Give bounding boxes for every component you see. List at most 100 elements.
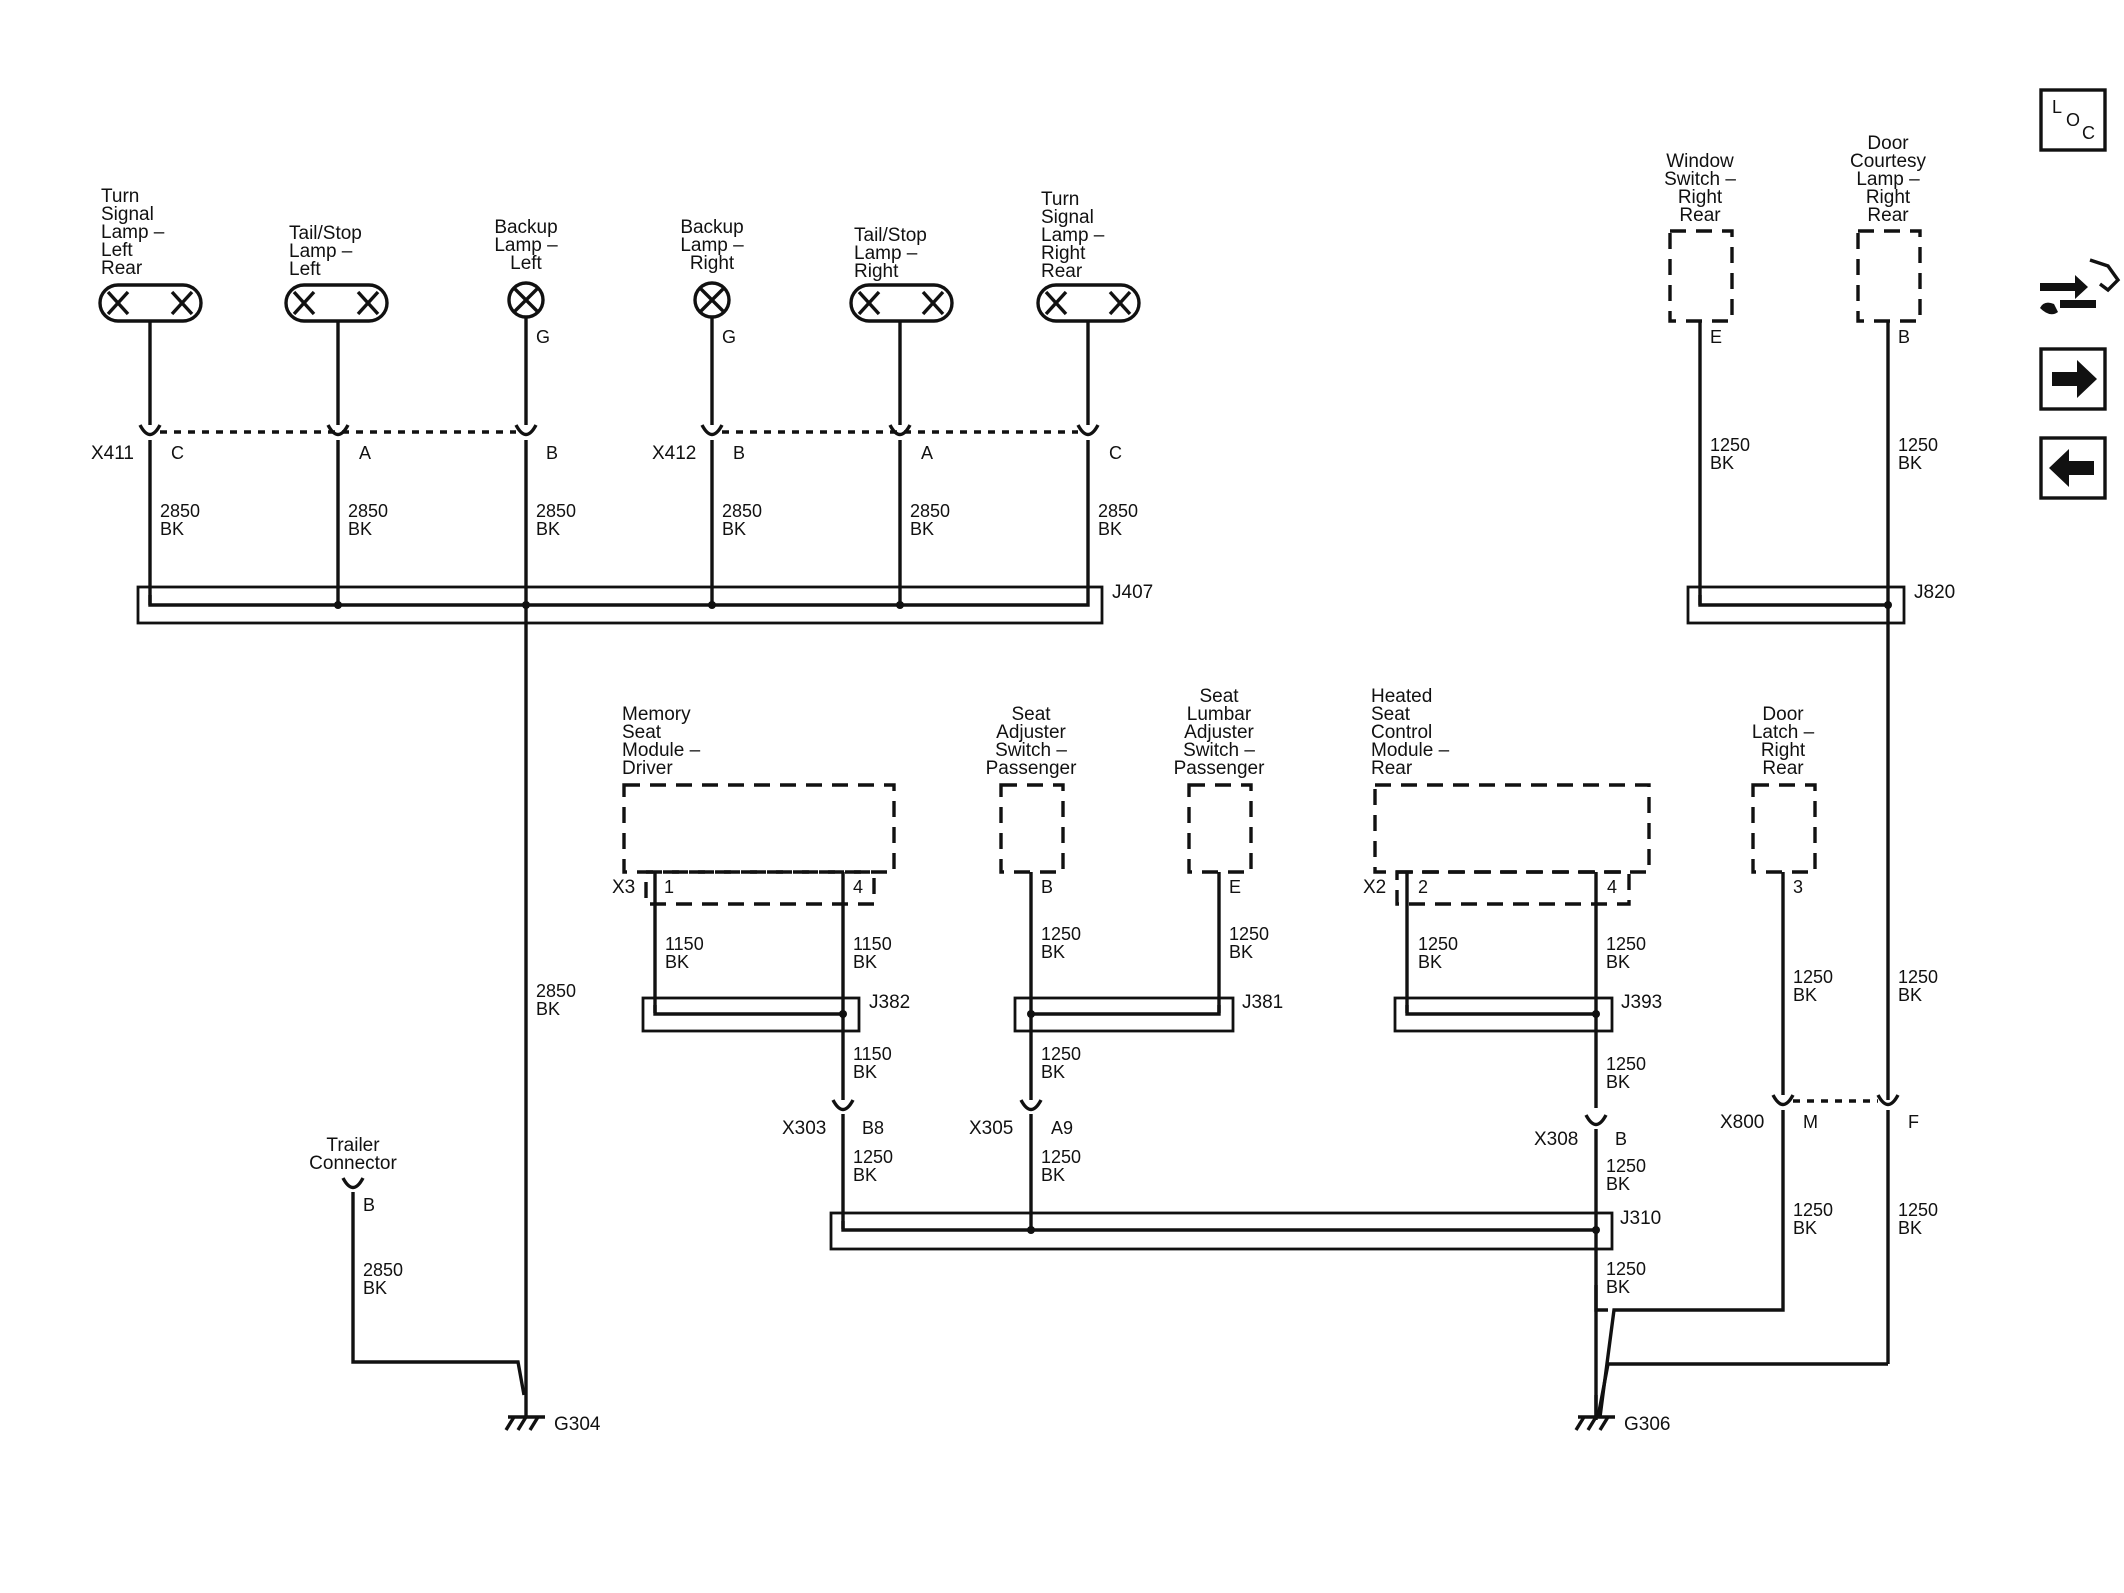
svg-text:B: B — [1898, 327, 1910, 347]
svg-text:2: 2 — [1418, 877, 1428, 897]
splice-j382: J382 — [641, 992, 910, 1033]
svg-text:G: G — [722, 327, 736, 347]
ground-g304: G304 — [504, 1395, 601, 1435]
svg-text:3: 3 — [1793, 877, 1803, 897]
svg-text:4: 4 — [853, 877, 863, 897]
svg-text:B8: B8 — [862, 1118, 884, 1138]
svg-text:X305: X305 — [969, 1118, 1013, 1139]
svg-text:L: L — [2052, 97, 2062, 117]
svg-text:B: B — [1041, 877, 1053, 897]
svg-text:G304: G304 — [554, 1414, 601, 1435]
connector-x303: X303 B8 — [782, 1099, 884, 1139]
connector-x305: X305 A9 — [969, 1099, 1073, 1139]
svg-text:J382: J382 — [869, 992, 910, 1013]
svg-text:O: O — [2066, 110, 2080, 130]
svg-text:J381: J381 — [1242, 992, 1283, 1013]
connector-x800: X800 M F — [1720, 1094, 1919, 1133]
lamp-wires — [148, 317, 1090, 425]
svg-text:X412: X412 — [652, 443, 696, 464]
nav-panel: L O C — [2039, 88, 2121, 500]
splice-j407: J407 — [136, 582, 1153, 625]
svg-text:1: 1 — [664, 877, 674, 897]
svg-text:X303: X303 — [782, 1118, 826, 1139]
svg-text:E: E — [1710, 327, 1722, 347]
svg-text:X308: X308 — [1534, 1129, 1578, 1150]
svg-text:4: 4 — [1607, 877, 1617, 897]
connector-x308: X308 B — [1534, 1114, 1627, 1150]
svg-text:F: F — [1908, 1112, 1919, 1132]
ground-g306: G306 — [1574, 1285, 1888, 1435]
next-page-button[interactable] — [2039, 347, 2107, 411]
svg-text:J393: J393 — [1621, 992, 1662, 1013]
svg-text:B: B — [363, 1195, 375, 1215]
svg-text:B: B — [1615, 1129, 1627, 1149]
component-locator-icon[interactable] — [2040, 258, 2121, 315]
connector-x412: X412 B A C — [652, 424, 1122, 464]
splice-j820: J820 — [1686, 582, 1955, 625]
svg-text:J820: J820 — [1914, 582, 1955, 603]
svg-text:B: B — [546, 443, 558, 463]
loc-icon[interactable]: L O C — [2039, 88, 2107, 152]
svg-text:B: B — [733, 443, 745, 463]
svg-text:X2: X2 — [1363, 877, 1386, 898]
svg-text:J407: J407 — [1112, 582, 1153, 603]
splice-j393: J393 — [1393, 992, 1662, 1033]
svg-text:J310: J310 — [1620, 1208, 1661, 1229]
svg-text:A: A — [921, 443, 933, 463]
previous-page-button[interactable] — [2039, 436, 2107, 500]
svg-text:M: M — [1803, 1112, 1818, 1132]
svg-text:C: C — [171, 443, 184, 463]
svg-text:G: G — [536, 327, 550, 347]
svg-text:E: E — [1229, 877, 1241, 897]
svg-text:X411: X411 — [91, 443, 134, 464]
splice-j381: J381 — [1013, 992, 1283, 1033]
connector-x411: X411 C A B — [91, 424, 558, 464]
